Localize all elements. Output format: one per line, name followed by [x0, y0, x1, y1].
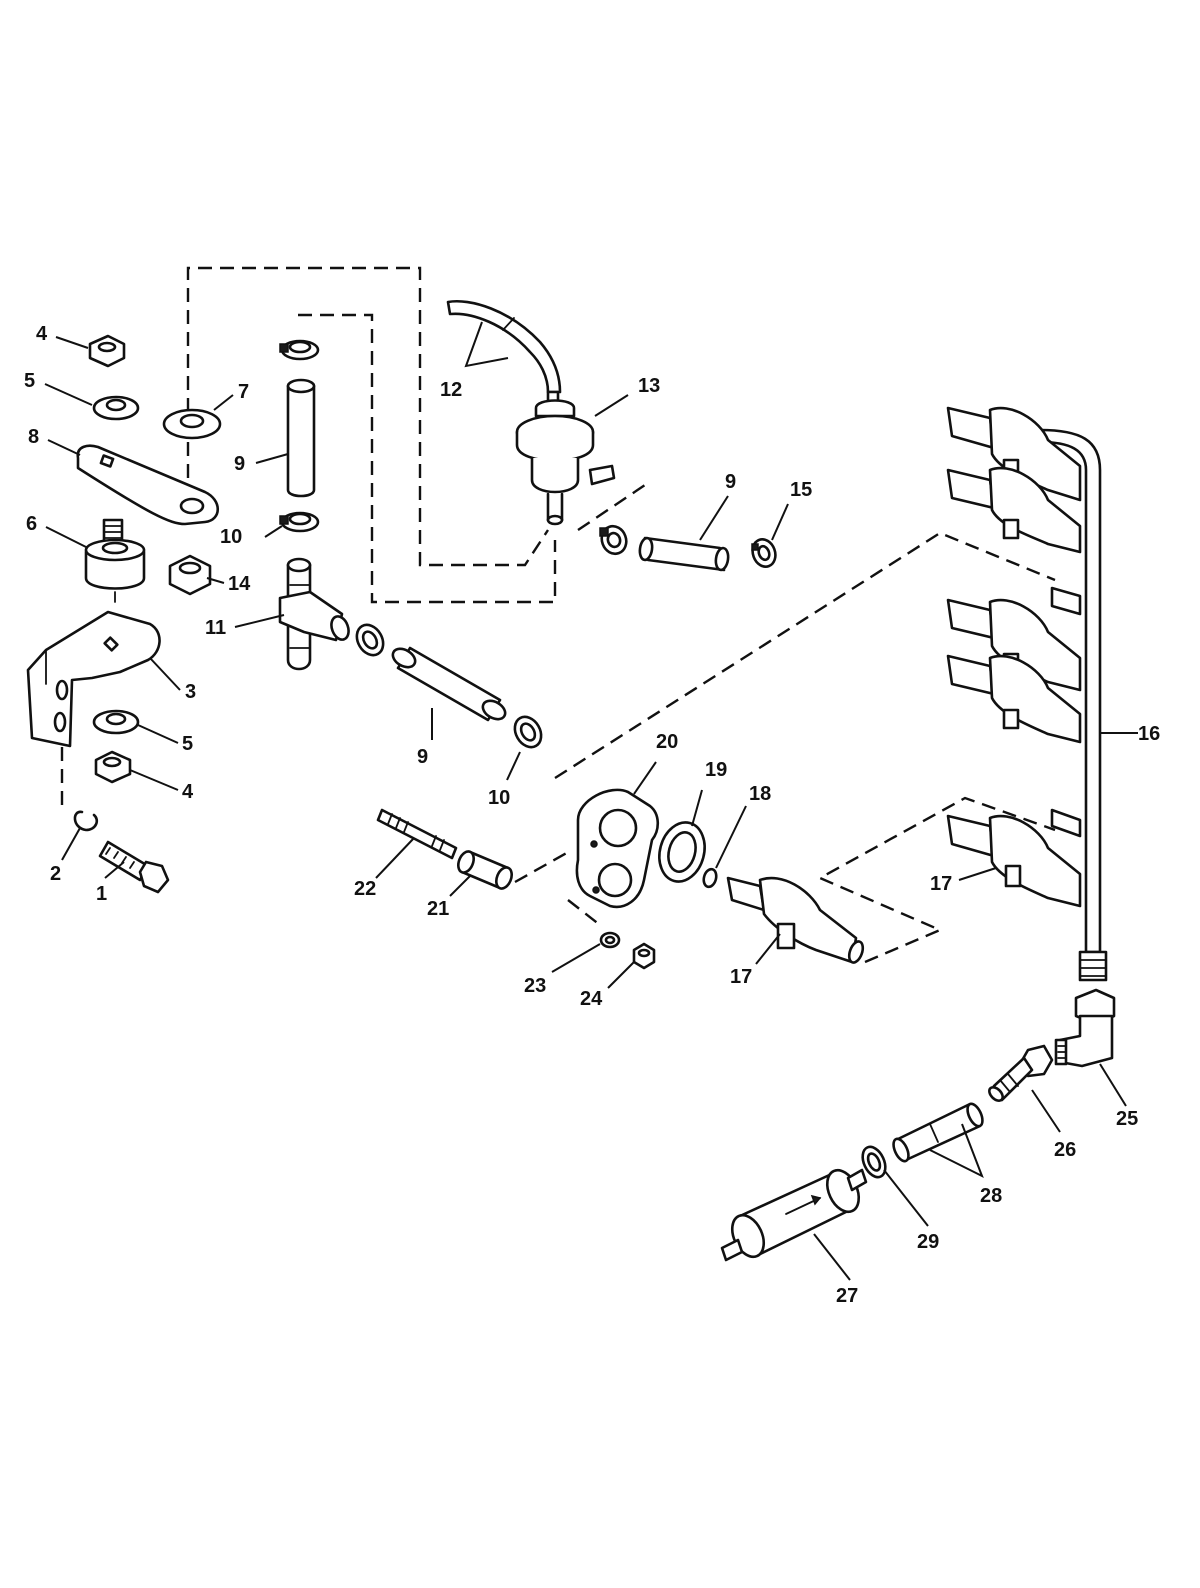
callout-10-lower: 10	[488, 787, 510, 809]
callout-12: 12	[440, 379, 462, 401]
stud-22[interactable]	[376, 808, 458, 860]
injector-17-rail[interactable]	[946, 814, 1082, 908]
callout-8: 8	[28, 426, 39, 448]
filter-27[interactable]	[720, 1165, 868, 1262]
callout-13: 13	[638, 375, 660, 397]
callout-18: 18	[749, 783, 771, 805]
clamp-10-tee[interactable]	[352, 620, 389, 660]
callout-25: 25	[1116, 1108, 1138, 1130]
clamp-10-top[interactable]	[279, 339, 320, 361]
injector-pair-top[interactable]	[946, 406, 1082, 554]
callout-16: 16	[1138, 723, 1160, 745]
callout-15: 15	[790, 479, 812, 501]
oring-18[interactable]	[702, 867, 718, 889]
callout-21: 21	[427, 898, 449, 920]
callout-20: 20	[656, 731, 678, 753]
callout-3: 3	[185, 681, 196, 703]
tee-11[interactable]	[278, 557, 352, 671]
callout-5-bottom: 5	[182, 733, 193, 755]
nut-4-bottom[interactable]	[94, 750, 132, 784]
fitting-26[interactable]	[987, 1044, 1054, 1103]
callout-22: 22	[354, 878, 376, 900]
callout-labels: 4 5 8 6 7 9 10 14 11 3 5 4 2 1 9 10 12 1…	[24, 323, 1160, 1307]
callout-9-short: 9	[725, 471, 736, 493]
callout-2: 2	[50, 863, 61, 885]
flange-20[interactable]	[575, 788, 660, 909]
nut-4-top[interactable]	[88, 334, 126, 368]
elbow-25[interactable]	[1054, 988, 1116, 1068]
washer-5-bottom[interactable]	[92, 709, 140, 735]
injector-pair-middle[interactable]	[946, 598, 1082, 744]
callout-5-top: 5	[24, 370, 35, 392]
nut-14[interactable]	[168, 554, 212, 596]
washer-23[interactable]	[599, 931, 621, 949]
callout-23: 23	[524, 975, 546, 997]
hose-28[interactable]	[890, 1102, 985, 1164]
callout-4-top: 4	[36, 323, 48, 345]
seal-19[interactable]	[653, 817, 711, 886]
nut-24[interactable]	[632, 942, 656, 970]
washer-5-top[interactable]	[92, 395, 140, 421]
hose-9-short[interactable]	[638, 536, 730, 572]
leader-lines	[44, 321, 1138, 1281]
callout-26: 26	[1054, 1139, 1076, 1161]
callout-29: 29	[917, 1231, 939, 1253]
clamp-15[interactable]	[749, 536, 779, 570]
spacer-21[interactable]	[455, 849, 514, 891]
clamp-10-lower[interactable]	[510, 712, 547, 752]
hose-9-diagonal[interactable]	[390, 645, 509, 723]
injector-17-loose[interactable]	[726, 876, 865, 964]
callout-7: 7	[238, 381, 249, 403]
callout-28: 28	[980, 1185, 1002, 1207]
bolt-1[interactable]	[98, 840, 170, 894]
callout-1: 1	[96, 883, 107, 905]
mount-6[interactable]	[84, 518, 146, 603]
lockwasher-2[interactable]	[73, 810, 99, 832]
callout-9-diagonal: 9	[417, 746, 428, 768]
plate-8[interactable]	[76, 444, 220, 526]
callout-14: 14	[228, 573, 251, 595]
callout-6: 6	[26, 513, 37, 535]
callout-17-rail: 17	[930, 873, 952, 895]
callout-11: 11	[205, 617, 226, 639]
hose-12[interactable]	[446, 300, 562, 394]
clamp-10-middle[interactable]	[279, 511, 320, 533]
regulator-13[interactable]	[515, 390, 616, 526]
callout-10-middle: 10	[220, 526, 242, 548]
callout-19: 19	[705, 759, 727, 781]
callout-4-bottom: 4	[182, 781, 194, 803]
bracket-3[interactable]	[26, 610, 161, 748]
callout-27: 27	[836, 1285, 858, 1307]
clamp-29[interactable]	[858, 1143, 890, 1180]
callout-24: 24	[580, 988, 603, 1010]
clamp-10-regulator[interactable]	[598, 523, 630, 558]
dashed-guides	[60, 266, 1056, 964]
callout-9-vertical: 9	[234, 453, 245, 475]
washer-7[interactable]	[162, 408, 222, 440]
fuel-rail-16[interactable]	[1038, 428, 1108, 982]
rail-stubs	[1050, 586, 1082, 838]
callout-17-loose: 17	[730, 966, 752, 988]
hose-9-vertical[interactable]	[286, 378, 316, 498]
